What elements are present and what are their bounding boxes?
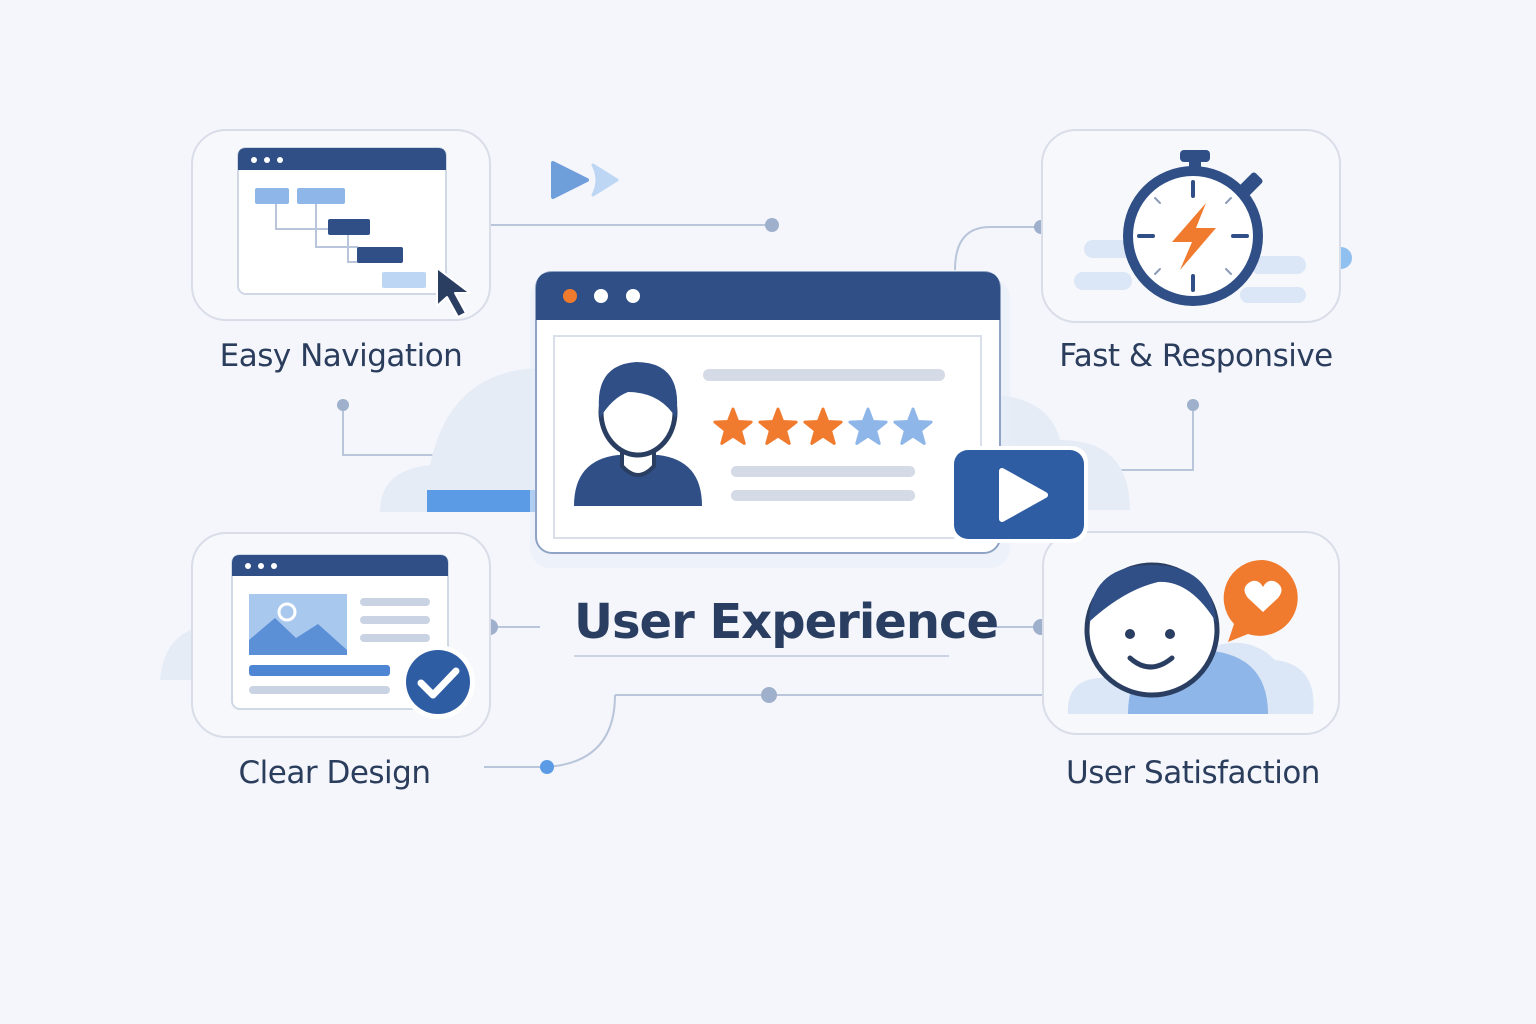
star-icon-empty — [848, 407, 888, 445]
fast-forward-icon — [551, 161, 619, 199]
page-title: User Experience — [574, 594, 999, 650]
window-control-dot — [626, 289, 640, 303]
central-browser-window — [530, 271, 1088, 568]
connector-dot-accent — [540, 760, 554, 774]
text-line — [703, 369, 945, 381]
connector-dot — [337, 399, 349, 411]
text-line — [731, 490, 915, 501]
star-icon-empty — [893, 407, 933, 445]
star-rating — [713, 407, 933, 445]
user-avatar-icon — [574, 362, 702, 506]
label-easy-navigation: Easy Navigation — [219, 338, 463, 374]
connector-dot — [765, 218, 779, 232]
smiley-face-icon — [1084, 562, 1220, 698]
window-control-dot — [563, 289, 577, 303]
checkmark-badge-icon — [401, 645, 475, 719]
connector-lines — [342, 224, 1194, 768]
card-fast-responsive — [1041, 129, 1341, 323]
heart-speech-bubble-icon — [1223, 559, 1298, 642]
lightning-icon — [1172, 203, 1216, 270]
star-icon-filled — [713, 407, 753, 445]
connector-dot — [1187, 399, 1199, 411]
card-easy-navigation — [191, 129, 491, 321]
cursor-arrow-icon — [436, 267, 471, 318]
window-control-dot — [594, 289, 608, 303]
speed-lines — [1074, 240, 1306, 303]
connector-dot — [761, 687, 777, 703]
label-user-satisfaction: User Satisfaction — [1066, 755, 1320, 791]
star-icon-filled — [758, 407, 798, 445]
image-icon — [249, 594, 347, 655]
stopwatch-icon — [1123, 150, 1263, 306]
webpage-layout-icon — [231, 554, 449, 710]
star-icon-filled — [803, 407, 843, 445]
accent-bar — [427, 490, 539, 512]
connector-fast-bottom — [1100, 405, 1194, 471]
connector-fast-left — [954, 226, 1040, 271]
browser-window-icon — [237, 147, 447, 295]
card-user-satisfaction — [1042, 531, 1340, 735]
browser-title-bar — [536, 272, 1000, 320]
connector-bottom-curve — [484, 694, 616, 768]
text-line — [731, 466, 915, 477]
play-button-icon[interactable] — [950, 446, 1088, 543]
card-clear-design — [191, 532, 491, 738]
label-clear-design: Clear Design — [238, 755, 431, 791]
label-fast-responsive: Fast & Responsive — [1059, 338, 1333, 374]
